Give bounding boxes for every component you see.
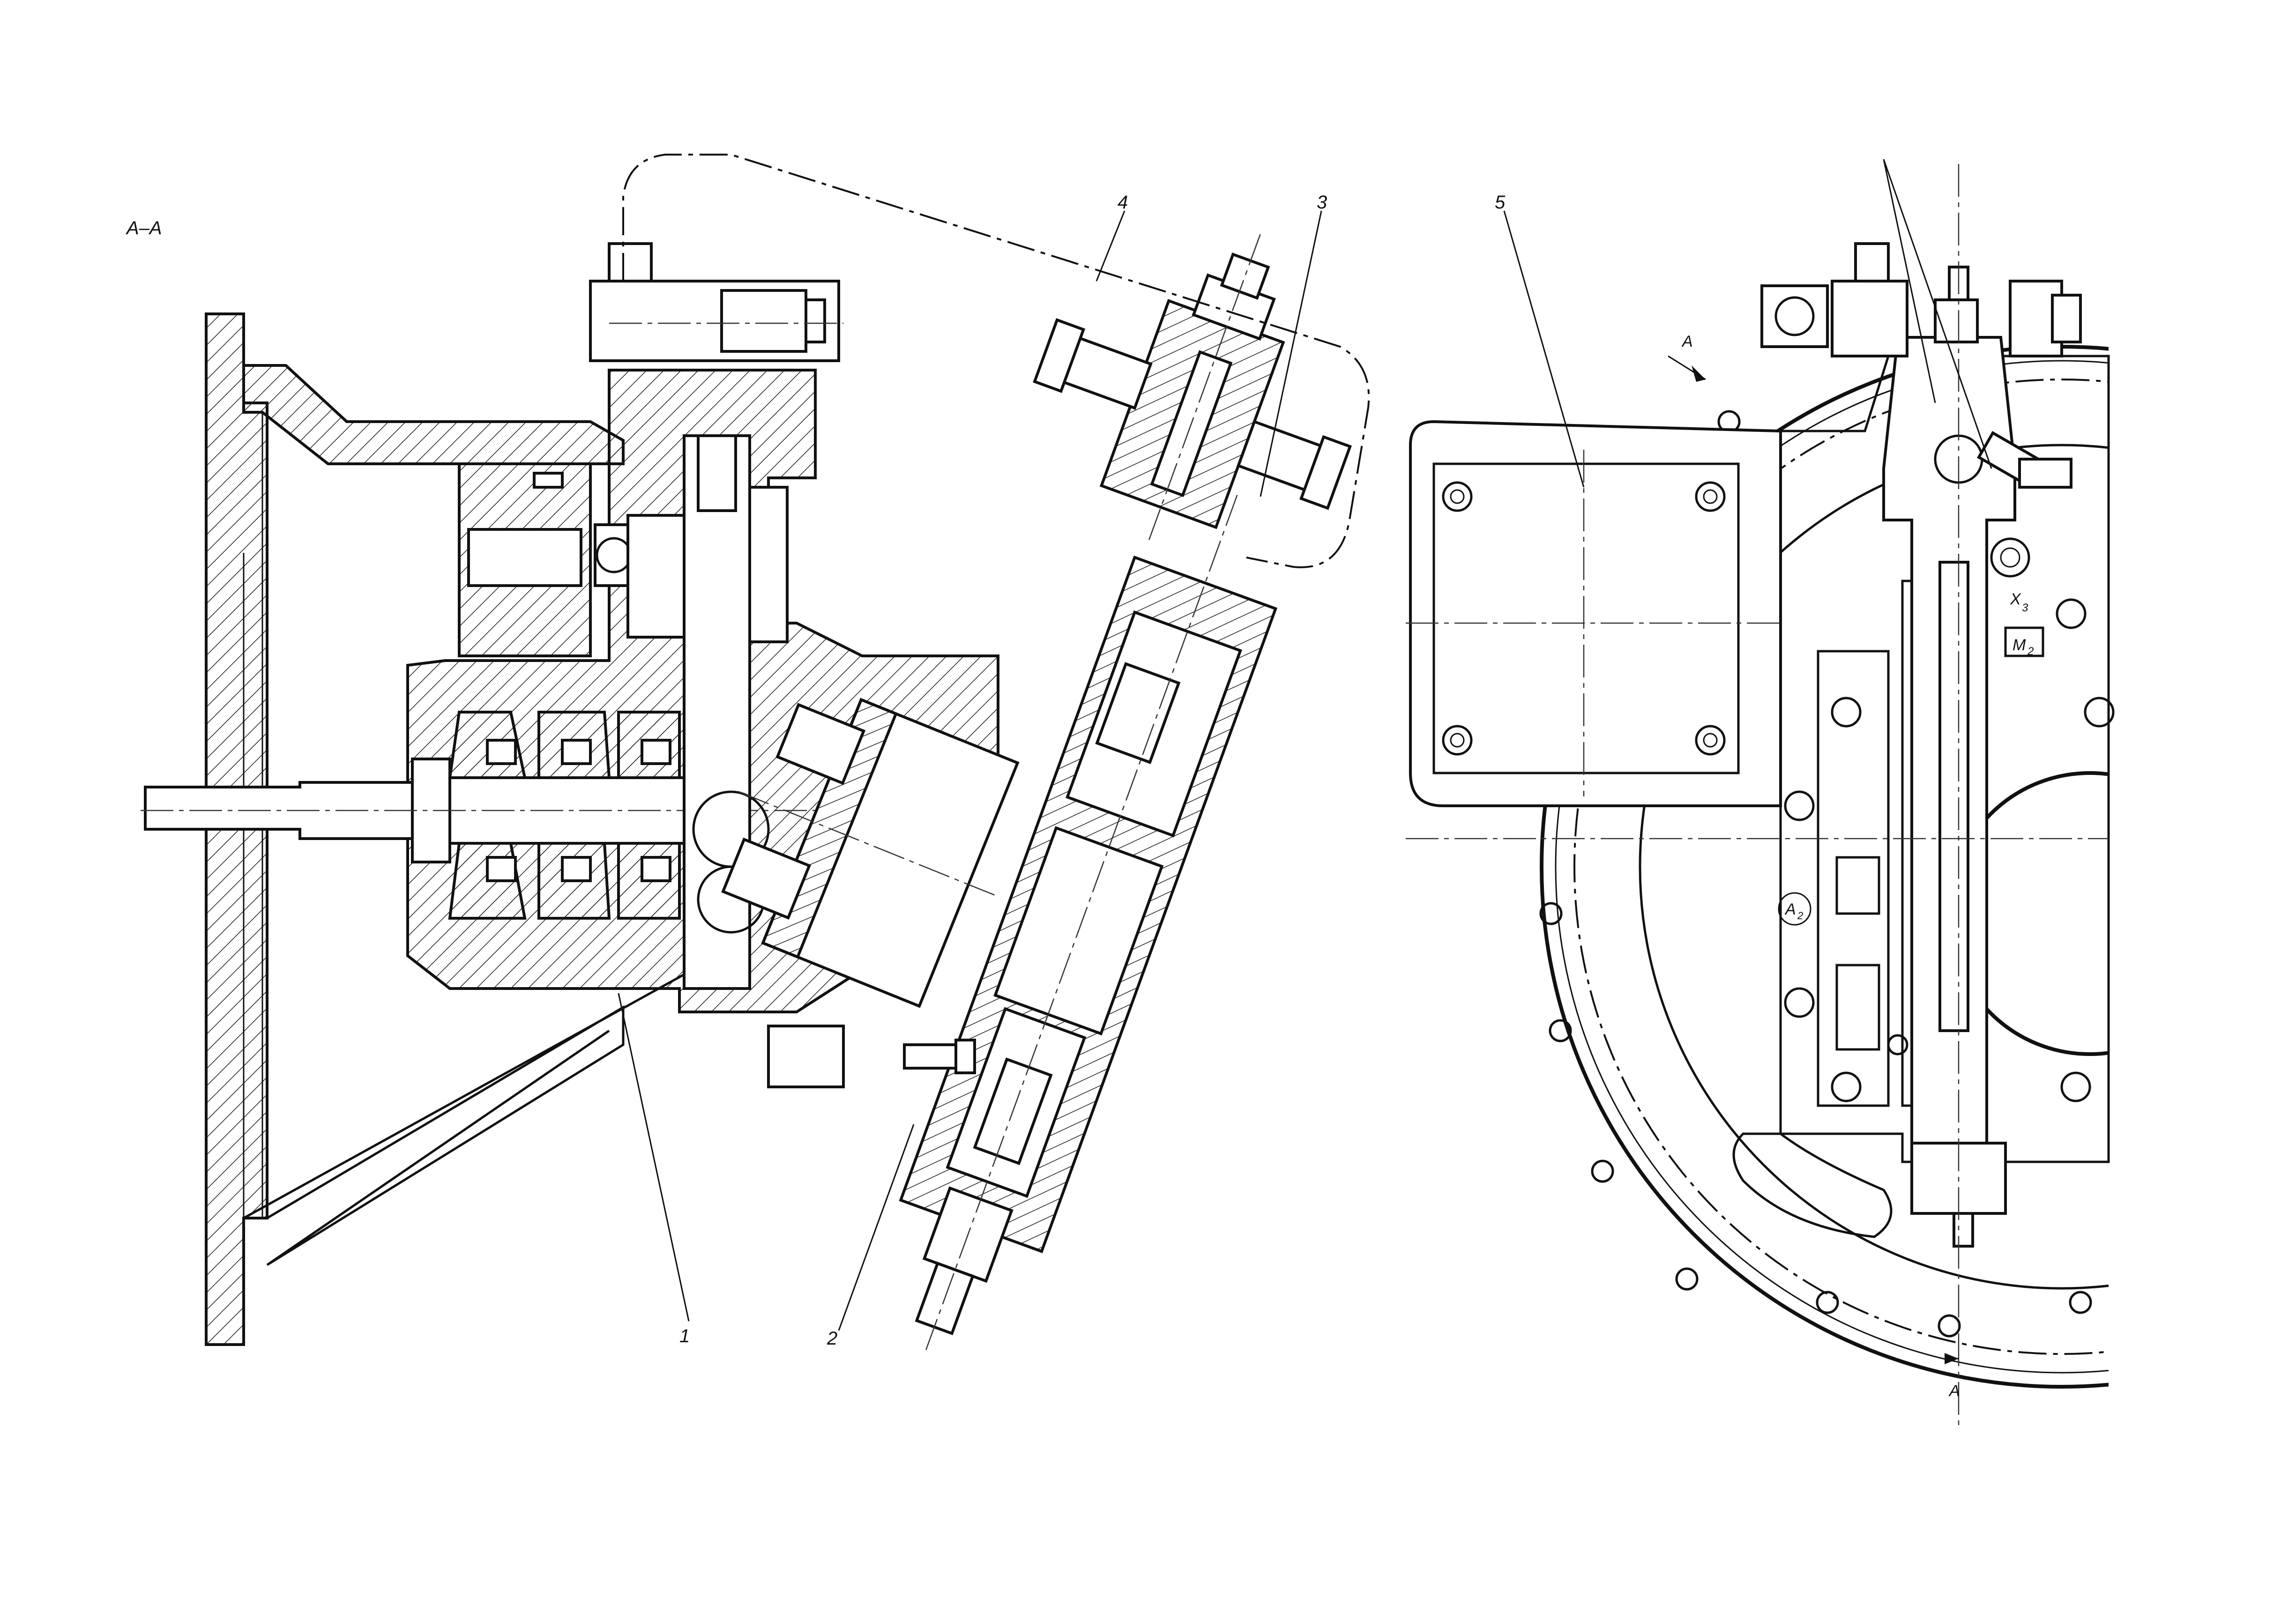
cylinder-block [721, 698, 1020, 1008]
control-module [899, 495, 1278, 1354]
label-a2: A [1784, 900, 1796, 918]
callout-4: 4 [1118, 192, 1128, 213]
flange-web-upper [242, 364, 625, 465]
pilot-valve [1033, 234, 1352, 543]
cover-plate [1409, 420, 1782, 807]
support-gusset [243, 973, 685, 1266]
callout-2: 2 [827, 1328, 837, 1349]
phantom-outline [622, 154, 1370, 568]
label-a2-sub: 2 [1797, 910, 1803, 922]
leader-5 [1503, 210, 1585, 488]
port-x3 [1990, 537, 2030, 578]
label-a-top: A [1681, 333, 1693, 350]
leader-2 [838, 1124, 915, 1331]
cover-inner [1432, 462, 1740, 774]
leader-1 [618, 993, 690, 1322]
section-view-a-a: A–A 1 2 3 4 [126, 154, 1370, 1354]
front-view: 5 A A X 3 M 2 A 2 [1406, 159, 2115, 1429]
callout-3: 3 [1317, 192, 1327, 213]
label-a-bottom: A [1948, 1382, 1960, 1400]
leader-3 [1260, 210, 1322, 497]
label-m2-sub: 2 [2027, 645, 2034, 658]
side-bolt [903, 1043, 957, 1070]
label-x3-sub: 3 [2022, 602, 2028, 614]
valve-spool [467, 528, 582, 587]
cover-bolts [1442, 481, 1726, 756]
center-bore [1947, 771, 2109, 1056]
kidney-slot [1732, 1132, 1893, 1238]
leader-4 [1096, 210, 1126, 282]
perimeter-bolt-holes [1539, 410, 2092, 1338]
drive-flange-disc [683, 434, 751, 990]
callout-1: 1 [679, 1326, 690, 1346]
pump-body [1779, 355, 2110, 1163]
section-label: A–A [126, 218, 162, 238]
tapered-bearings [448, 711, 681, 920]
port-m2 [2004, 626, 2044, 657]
label-x3: X [2010, 590, 2021, 608]
label-a2-ring [1778, 892, 1811, 926]
label-m2: M [2013, 636, 2026, 654]
callout-5: 5 [1495, 192, 1506, 213]
top-fitting-left [1760, 284, 1829, 348]
